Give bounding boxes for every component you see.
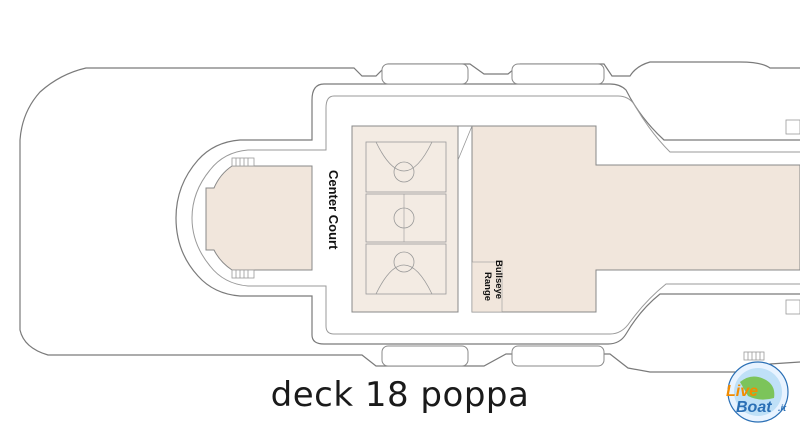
bullseye-range-label-2: Range <box>482 272 493 301</box>
logo-word-boat: Boat <box>736 399 772 416</box>
stairs-forward <box>743 119 800 361</box>
logo-word-live: Live <box>726 383 758 400</box>
center-court <box>351 125 473 313</box>
bullseye-range-area <box>471 261 503 313</box>
deck-inner-edge <box>191 95 800 335</box>
tender-bays <box>381 63 605 367</box>
aft-lounge <box>205 165 313 271</box>
deck-caption: deck 18 poppa <box>270 375 530 415</box>
center-court-label: Center Court <box>326 170 341 250</box>
main-deck-area <box>471 125 800 313</box>
logo-suffix: .it <box>778 403 787 413</box>
liveboat-logo: Live Boat .it <box>726 361 789 423</box>
bullseye-range-label-1: Bullseye <box>493 260 504 299</box>
stairs-aft <box>231 157 255 279</box>
